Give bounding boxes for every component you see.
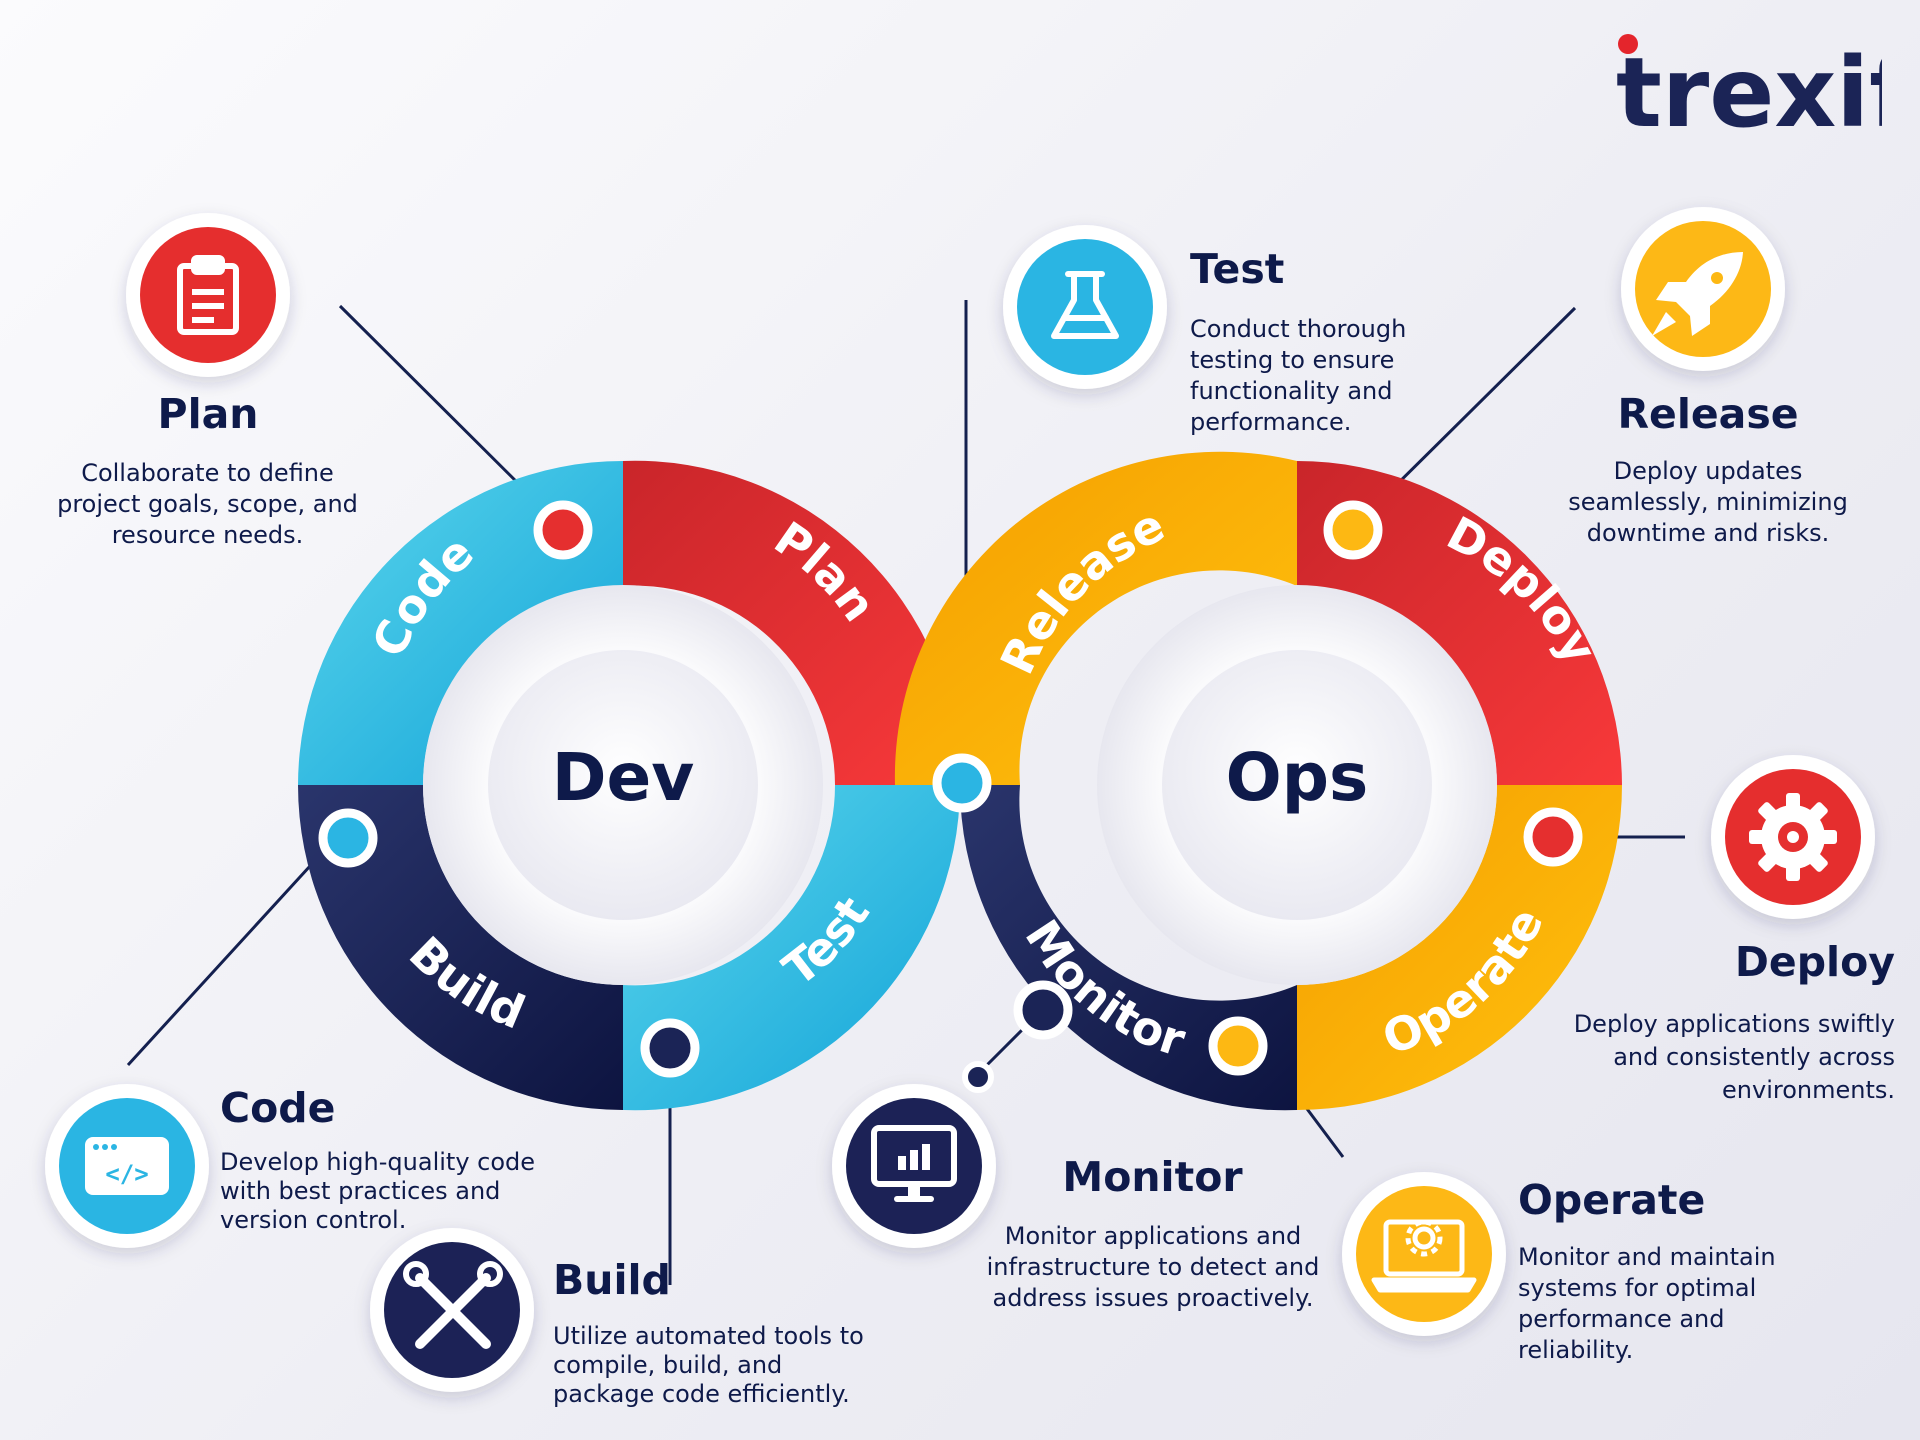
trexif-logo: trexif (1616, 34, 1882, 146)
code-window-icon: </> (85, 1137, 169, 1195)
segment-plan (623, 460, 960, 785)
node-plan (533, 500, 593, 560)
segment-operate (1297, 785, 1622, 1110)
deploy-description: Deploy applications swiftly and consiste… (1573, 1010, 1895, 1104)
rocket-icon (1652, 252, 1743, 336)
test-badge (1003, 225, 1167, 389)
release-title: Release (1617, 390, 1799, 438)
tools-icon (403, 1261, 503, 1349)
node-operate (1208, 1016, 1268, 1076)
operate-title: Operate (1518, 1176, 1706, 1224)
ops-label: Ops (1226, 739, 1369, 816)
test-description: Conduct thorough testing to ensure funct… (1190, 315, 1407, 436)
build-title: Build (553, 1256, 671, 1304)
operate-description: Monitor and maintain systems for optimal… (1518, 1243, 1776, 1364)
svg-text:trexif: trexif (1616, 37, 1882, 146)
dev-label: Dev (552, 739, 695, 816)
segment-test (623, 785, 961, 1111)
code-description: Develop high-quality code with best prac… (220, 1148, 536, 1234)
node-code (318, 808, 378, 868)
monitor-description: Monitor applications and infrastructure … (986, 1222, 1320, 1312)
node-deploy (1523, 807, 1583, 867)
clipboard-icon (177, 255, 239, 335)
plan-description: Collaborate to define project goals, sco… (57, 459, 358, 549)
node-monitor-small (962, 1061, 994, 1093)
test-title: Test (1190, 245, 1285, 293)
node-release (1323, 500, 1383, 560)
flask-icon (1051, 271, 1119, 339)
monitor-chart-icon (871, 1125, 957, 1202)
loop-nodes (318, 500, 1583, 1093)
segment-build (298, 785, 623, 1110)
node-build (640, 1018, 700, 1078)
plan-title: Plan (157, 390, 259, 438)
laptop-gear-icon (1371, 1219, 1477, 1293)
svg-text:</>: </> (105, 1160, 148, 1188)
node-monitor (1013, 980, 1073, 1040)
code-title: Code (220, 1084, 336, 1132)
build-description: Utilize automated tools to compile, buil… (553, 1322, 864, 1408)
segment-release (894, 451, 1297, 785)
segment-monitor (959, 785, 1297, 1111)
node-test (932, 753, 992, 813)
dev-loop (298, 460, 961, 1111)
release-description: Deploy updates seamlessly, minimizing do… (1568, 457, 1848, 547)
monitor-title: Monitor (1062, 1153, 1243, 1201)
gear-icon (1749, 793, 1837, 881)
deploy-title: Deploy (1734, 938, 1895, 986)
